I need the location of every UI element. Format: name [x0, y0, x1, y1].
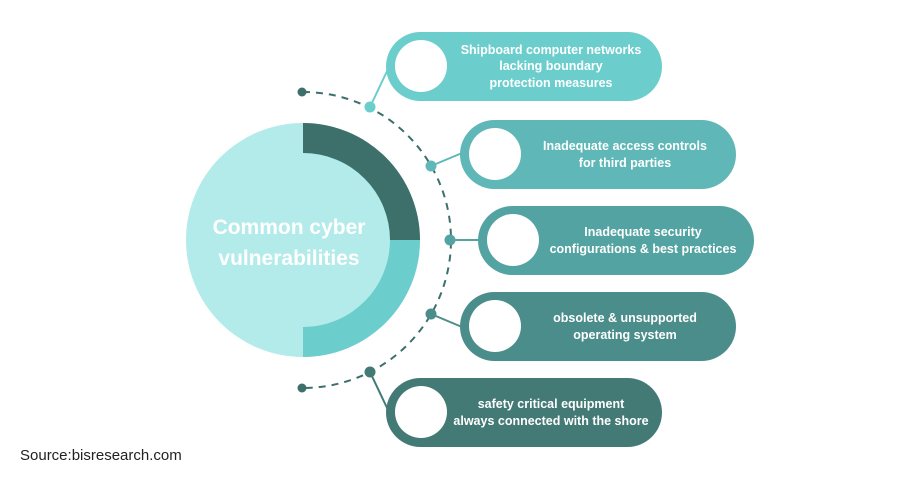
connector-dot-3 [444, 234, 456, 246]
arc-dark-segment [303, 123, 420, 240]
orbit-end-dot-top [297, 87, 307, 97]
arc-light-segment [303, 240, 420, 357]
source-credit: Source:bisresearch.com [20, 447, 182, 464]
item-5-marker [395, 386, 447, 438]
vulnerability-item-4: obsolete & unsupported operating system [460, 292, 736, 361]
vulnerability-item-5: safety critical equipment always connect… [386, 378, 662, 447]
item-4-marker [469, 300, 521, 352]
item-1-marker [395, 40, 447, 92]
connector-dot-1 [364, 101, 376, 113]
vulnerability-item-3: Inadequate security configurations & bes… [478, 206, 754, 275]
connector-line-2 [430, 152, 463, 167]
connector-line-4 [430, 313, 463, 328]
item-4-label: obsolete & unsupported operating system [553, 311, 697, 342]
vulnerability-item-2: Inadequate access controls for third par… [460, 120, 736, 189]
connector-line-1 [369, 66, 390, 108]
item-2-label: Inadequate access controls for third par… [543, 139, 707, 170]
item-3-marker [487, 214, 539, 266]
connector-dot-4 [425, 308, 437, 320]
center-title-line-1: Common cyber [212, 216, 366, 239]
connector-dot-5 [364, 366, 376, 378]
item-3-label: Inadequate security configurations & bes… [549, 225, 737, 256]
center-circle [186, 123, 420, 357]
center-title-line-2: vulnerabilities [218, 247, 360, 270]
orbit-end-dot-bottom [297, 383, 307, 393]
connector-dot-2 [425, 160, 437, 172]
vulnerability-item-1: Shipboard computer networks lacking boun… [386, 32, 662, 101]
connector-line-5 [369, 371, 390, 413]
item-2-marker [469, 128, 521, 180]
item-1-label: Shipboard computer networks lacking boun… [460, 42, 642, 90]
item-5-label: safety critical equipment always connect… [453, 397, 649, 428]
center-title: Common cyber vulnerabilities [180, 212, 398, 274]
